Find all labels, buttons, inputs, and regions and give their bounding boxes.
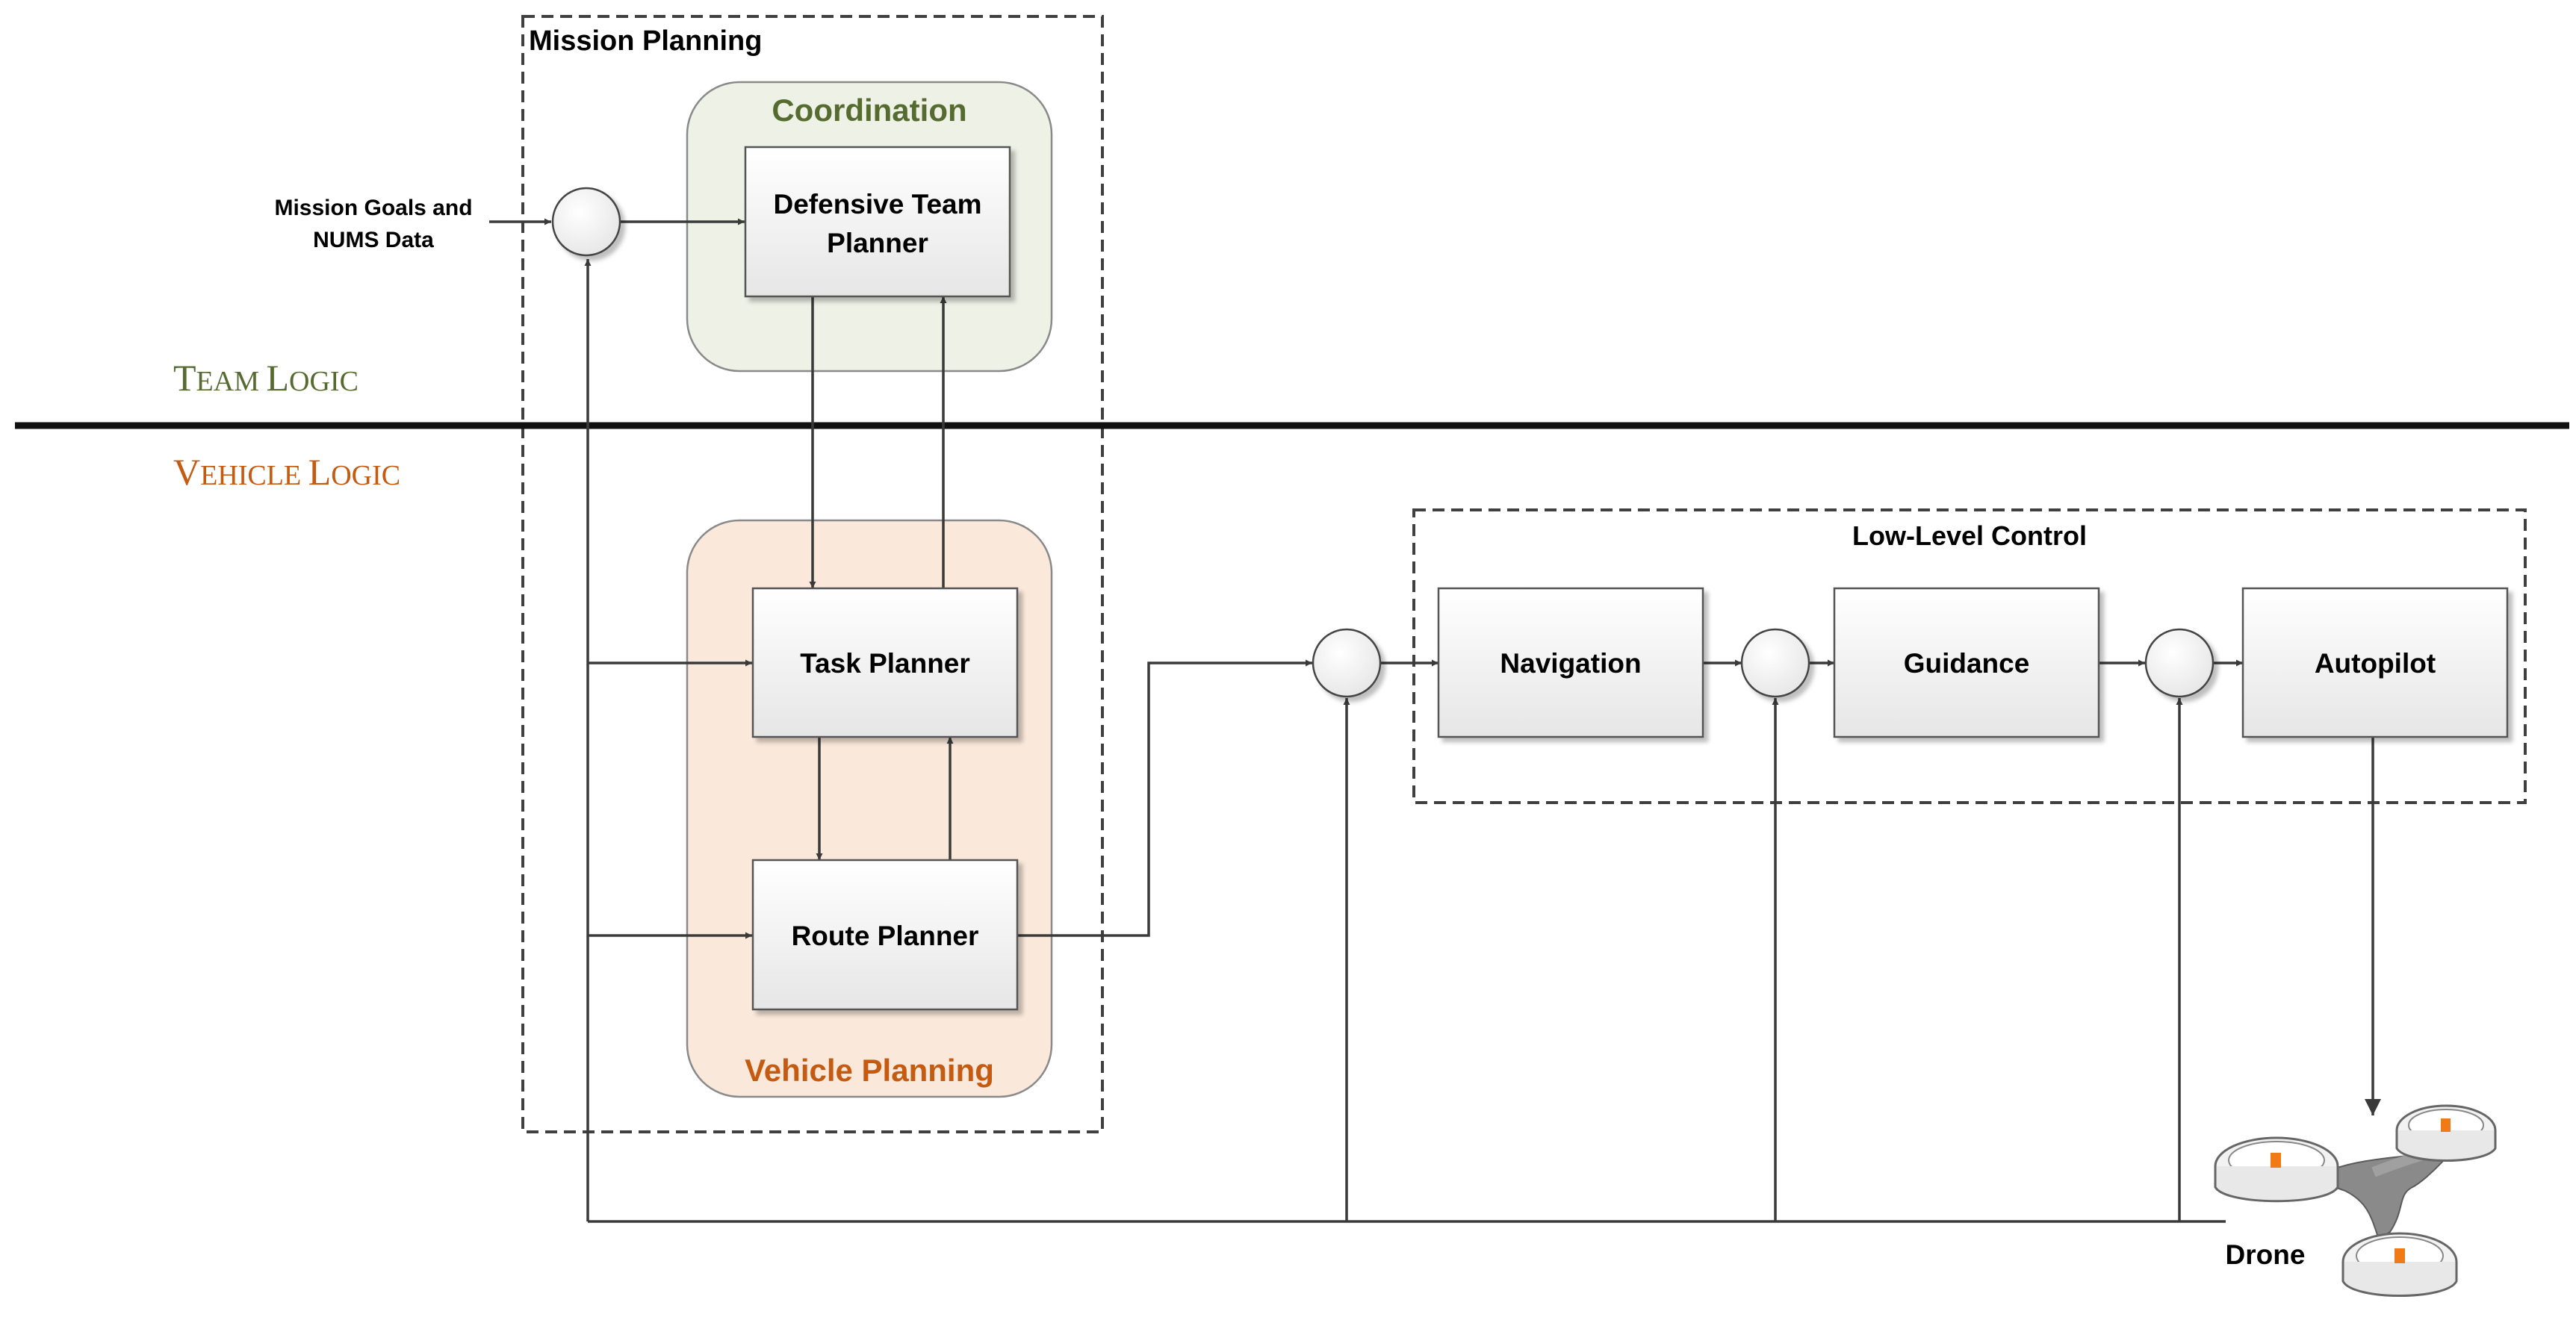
defensive-team-planner-line2: Planner	[827, 228, 928, 258]
defensive-team-planner-block: Defensive Team Planner	[744, 146, 1011, 298]
summing-junction-guidance	[1740, 628, 1810, 698]
route-planner-block: Route Planner	[751, 859, 1019, 1011]
summing-junction-autopilot	[2144, 628, 2215, 698]
mission-planning-region	[521, 15, 1104, 1133]
autopilot-block: Autopilot	[2241, 587, 2509, 738]
route-planner-label: Route Planner	[792, 921, 979, 951]
guidance-block: Guidance	[1833, 587, 2100, 738]
summing-junction-navigation	[1312, 628, 1382, 698]
low-level-control-region	[1412, 508, 2527, 804]
drone-icon	[2214, 1104, 2497, 1297]
autopilot-label: Autopilot	[2315, 648, 2436, 679]
mission-planning-label: Mission Planning	[529, 25, 762, 57]
low-level-control-label: Low-Level Control	[1852, 520, 2087, 551]
navigation-label: Navigation	[1500, 648, 1641, 679]
coordination-label: Coordination	[772, 93, 966, 128]
drone-label: Drone	[2226, 1239, 2306, 1270]
team-logic-label: TEAM LOGIC	[173, 357, 359, 399]
vehicle-logic-label: VEHICLE LOGIC	[173, 451, 400, 493]
vehicle-planning-label: Vehicle Planning	[745, 1053, 994, 1088]
guidance-label: Guidance	[1904, 648, 2030, 679]
navigation-block: Navigation	[1437, 587, 1704, 738]
connectors	[489, 218, 2381, 1223]
summing-junction-input	[551, 187, 621, 257]
task-planner-block: Task Planner	[751, 587, 1019, 738]
input-label-line1: Mission Goals and	[274, 196, 472, 220]
input-label-line2: NUMS Data	[313, 228, 434, 252]
task-planner-label: Task Planner	[800, 648, 970, 679]
defensive-team-planner-line1: Defensive Team	[774, 189, 982, 220]
